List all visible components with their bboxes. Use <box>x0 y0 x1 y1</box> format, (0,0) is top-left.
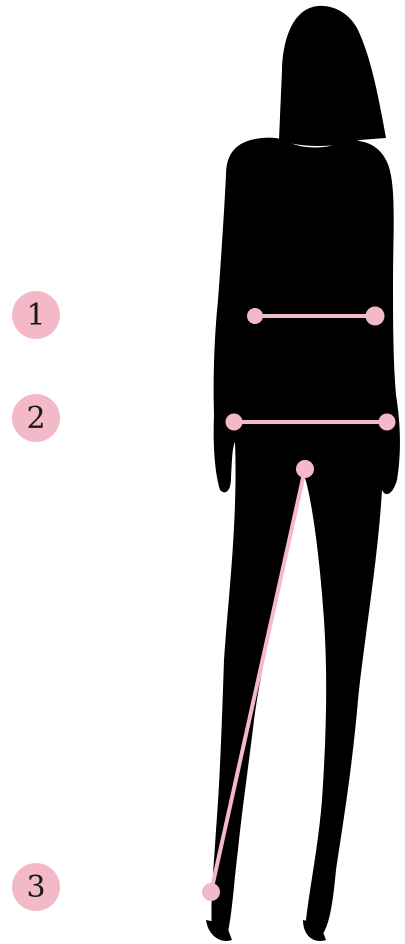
hips-left-point <box>226 414 243 431</box>
waist-number-badge: 1 <box>12 291 60 339</box>
inseam-number-badge: 3 <box>12 863 60 911</box>
waist-left-point <box>247 308 263 324</box>
hips-number-badge: 2 <box>12 394 60 442</box>
hips-right-point <box>379 414 396 431</box>
inseam-bottom-point <box>202 883 220 901</box>
inseam-top-point <box>296 460 314 478</box>
waist-number-label: 1 <box>26 298 45 333</box>
inseam-number-label: 3 <box>26 870 45 905</box>
waist-right-point <box>366 307 385 326</box>
hips-number-label: 2 <box>26 401 45 436</box>
